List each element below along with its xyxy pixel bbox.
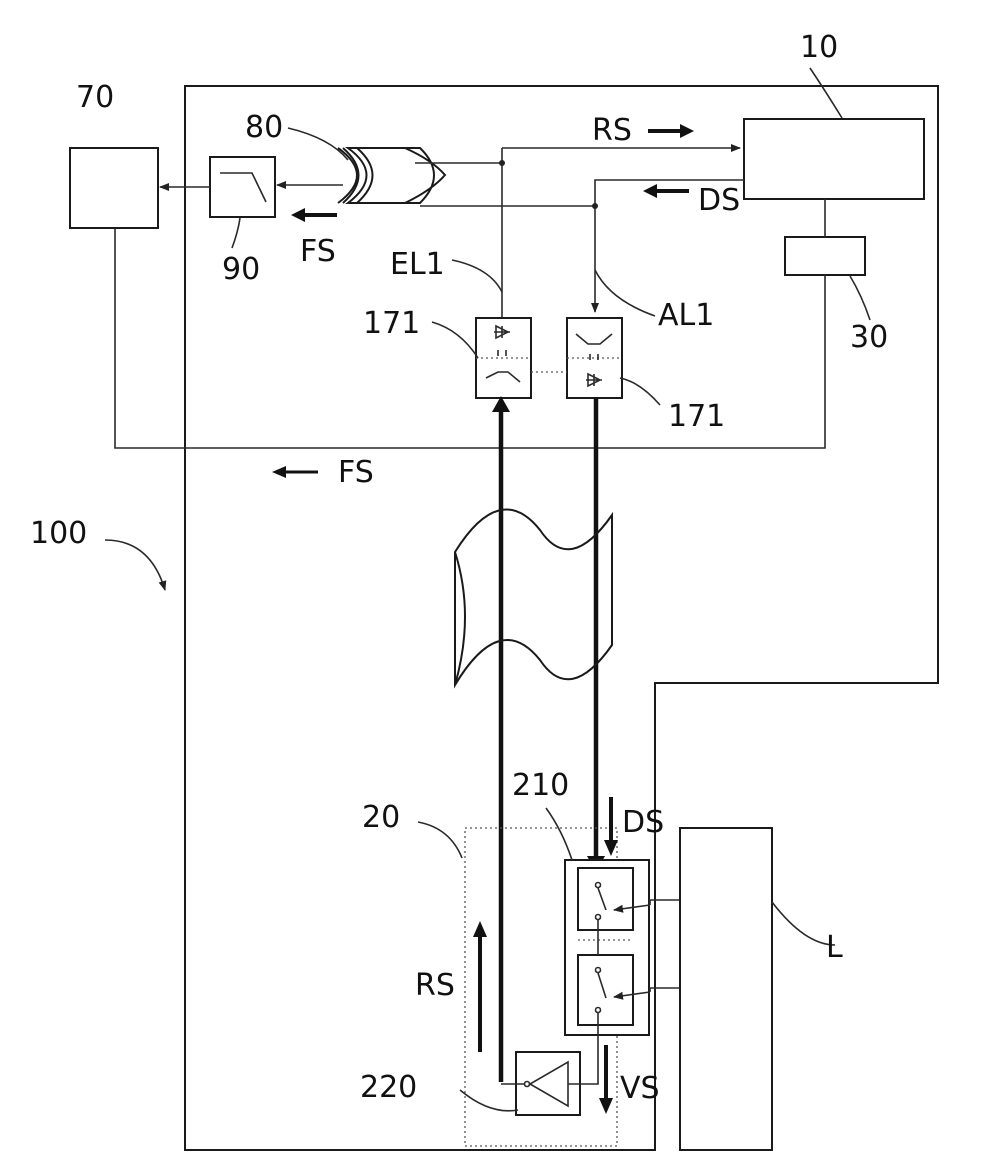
label-rs-bottom: RS bbox=[415, 968, 455, 1003]
label-al1: AL1 bbox=[658, 298, 714, 333]
label-l: L bbox=[826, 930, 843, 965]
arrow-fs-feedback-icon bbox=[272, 466, 318, 478]
label-el1: EL1 bbox=[390, 247, 445, 282]
junction-al1 bbox=[592, 203, 598, 209]
label-220: 220 bbox=[360, 1070, 417, 1105]
junction-el1 bbox=[499, 160, 505, 166]
leader-el1 bbox=[452, 260, 502, 292]
label-fs-filter: FS bbox=[300, 234, 336, 269]
label-10: 10 bbox=[800, 30, 838, 65]
label-20: 20 bbox=[362, 800, 400, 835]
leader-220 bbox=[460, 1090, 518, 1111]
leader-171-right bbox=[620, 378, 660, 405]
leader-al1 bbox=[595, 270, 655, 316]
label-100: 100 bbox=[30, 516, 87, 551]
arrow-fs-filter-icon bbox=[291, 208, 337, 222]
optocoupler-171-right bbox=[567, 318, 622, 398]
xor-gate-80 bbox=[338, 148, 445, 203]
label-210: 210 bbox=[512, 768, 569, 803]
label-70: 70 bbox=[76, 80, 114, 115]
arrow-ds-top-icon bbox=[643, 184, 689, 198]
block-10 bbox=[744, 119, 924, 199]
label-90: 90 bbox=[222, 252, 260, 287]
label-rs-top: RS bbox=[592, 113, 632, 148]
arrow-vs-icon bbox=[599, 1045, 613, 1114]
arrow-rs-bottom-icon bbox=[473, 921, 487, 1052]
block-30 bbox=[785, 237, 865, 275]
label-171-right: 171 bbox=[668, 399, 725, 434]
label-vs: VS bbox=[620, 1071, 660, 1106]
leader-210 bbox=[546, 808, 572, 860]
filter-block-90 bbox=[210, 157, 275, 217]
label-30: 30 bbox=[850, 320, 888, 355]
arrow-ds-bottom-icon bbox=[604, 797, 618, 856]
leader-100 bbox=[105, 540, 165, 590]
switch-lower bbox=[578, 955, 633, 1025]
leader-171-left bbox=[432, 322, 478, 358]
leader-20 bbox=[418, 822, 462, 858]
block-70 bbox=[70, 148, 158, 228]
leader-30 bbox=[850, 276, 870, 320]
label-ds-top: DS bbox=[698, 183, 740, 218]
leader-10 bbox=[810, 68, 842, 118]
leader-80 bbox=[288, 128, 348, 160]
label-ds-bottom: DS bbox=[622, 805, 664, 840]
load-l bbox=[680, 828, 772, 1150]
leader-90 bbox=[232, 218, 240, 248]
break-symbol bbox=[455, 510, 612, 685]
label-80: 80 bbox=[245, 110, 283, 145]
arrow-rs-top-icon bbox=[648, 124, 694, 138]
label-fs-feedback: FS bbox=[338, 455, 374, 490]
switch-upper bbox=[578, 868, 633, 930]
label-171-left: 171 bbox=[363, 306, 420, 341]
optocoupler-171-left bbox=[476, 318, 531, 398]
